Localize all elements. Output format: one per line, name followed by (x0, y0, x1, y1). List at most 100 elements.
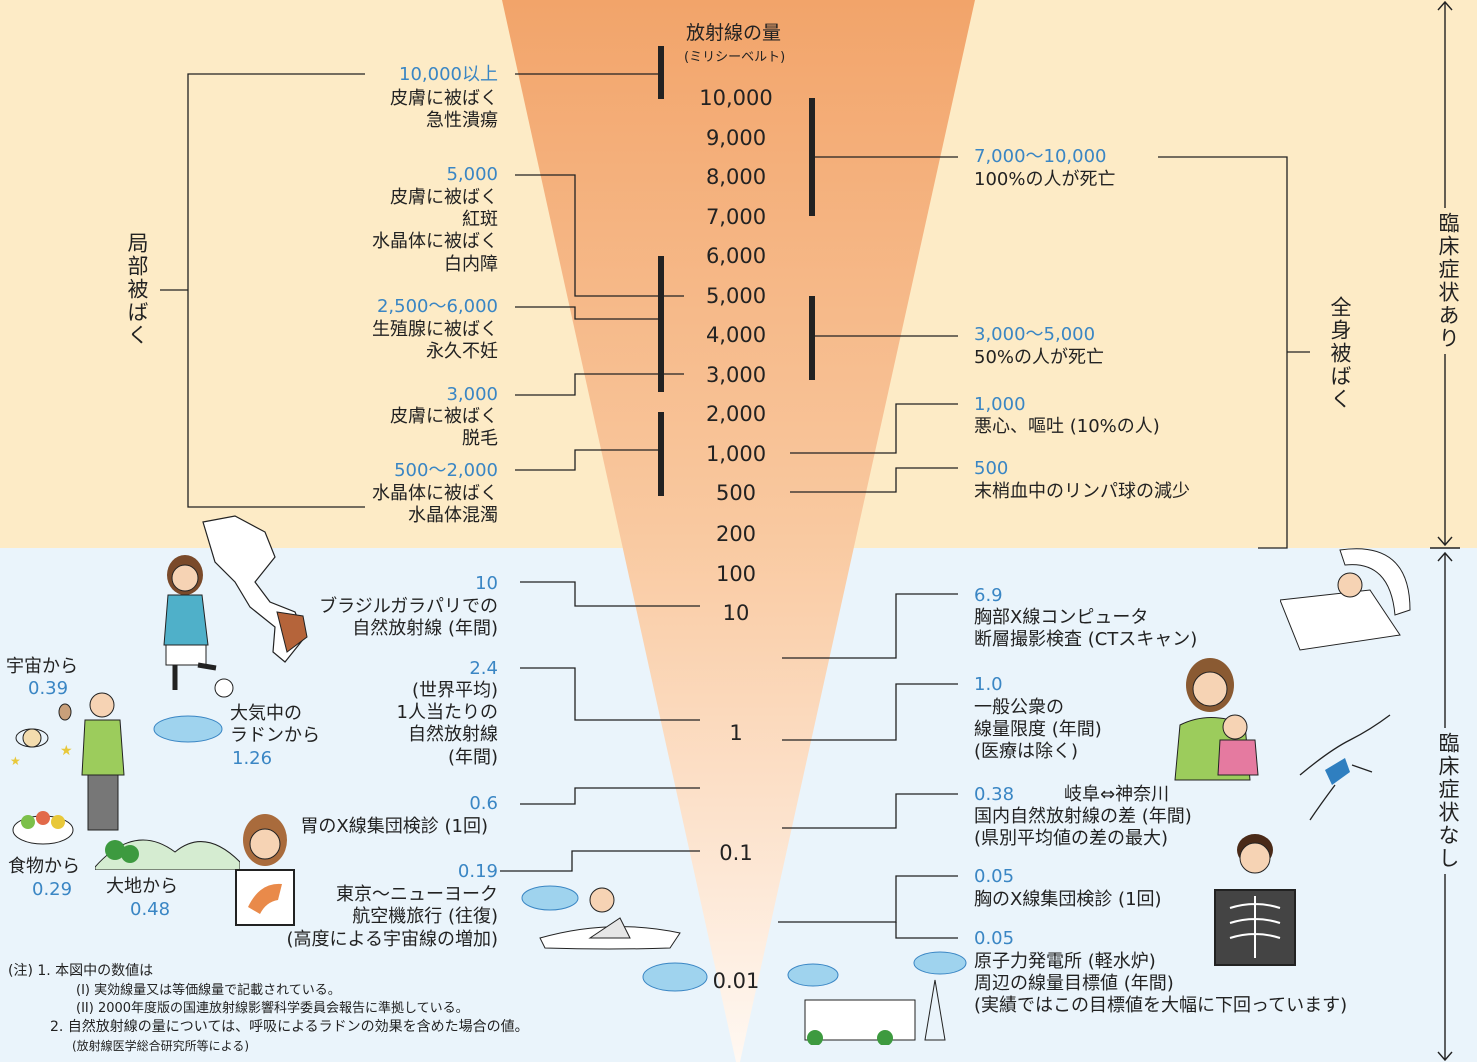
scale-tick: 0.1 (719, 841, 753, 865)
right-effect-text: 50%の人が死亡 (974, 347, 1105, 368)
left-effect-text: 紅斑 (462, 209, 498, 230)
left-effect-value: 2,500〜6,000 (376, 296, 498, 317)
left-effect-text: 永久不妊 (426, 341, 498, 362)
local-exposure-label: 局部被ばく (125, 232, 149, 347)
woman-xray-illustration (235, 814, 295, 926)
note-line: (I) 実効線量又は等価線量で記載されている。 (76, 983, 341, 998)
note-line: 2. 自然放射線の量については、呼吸によるラドンの効果を含めた場合の値。 (50, 1019, 529, 1035)
left-example-text: 1人当たりの (396, 702, 498, 723)
right-example-text: (実績ではこの目標値を大幅に下回っています) (974, 995, 1348, 1016)
food-source-value: 0.29 (32, 879, 73, 900)
japan-map-illustration (1299, 714, 1391, 821)
right-example-value: 0.05 (974, 928, 1015, 949)
left-example-text: 自然放射線 (408, 724, 498, 745)
man-and-space-illustration: ★ ★ (10, 692, 125, 831)
radon-source-value: 1.26 (232, 748, 273, 769)
symptoms-absent-label: 臨床症状なし (1433, 728, 1463, 874)
right-effect-text: 100%の人が死亡 (974, 169, 1116, 190)
svg-text:★: ★ (10, 754, 21, 768)
scale-tick: 9,000 (705, 126, 767, 150)
right-example-text: (県別平均値の差の最大) (974, 828, 1169, 849)
scale-tick: 200 (715, 522, 757, 546)
left-effect-value: 5,000 (446, 164, 498, 185)
right-effect-value: 7,000〜10,000 (974, 146, 1107, 167)
mother-child-illustration (1174, 658, 1259, 781)
scale-tick: 1 (729, 721, 743, 745)
right-example-text: 一般公衆の (974, 697, 1064, 718)
right-example-text: (医療は除く) (974, 741, 1079, 762)
space-source-value: 0.39 (28, 678, 69, 699)
girl-with-ball-illustration (163, 555, 234, 698)
ground-source-label: 大地から (106, 876, 178, 897)
left-effect-text: 皮膚に被ばく (390, 406, 498, 427)
scale-tick: 3,000 (705, 363, 767, 387)
cloud-icon (913, 951, 967, 975)
left-effect-text: 水晶体混濁 (408, 505, 498, 526)
left-effect-text: 水晶体に被ばく (372, 231, 498, 252)
right-example-text: 線量限度 (年間) (974, 719, 1102, 740)
right-example-text: 胸部X線コンピュータ (974, 607, 1149, 628)
right-example-extra: 岐阜⇔神奈川 (1064, 784, 1170, 805)
scale-tick: 4,000 (705, 323, 767, 347)
scale-tick: 0.01 (712, 969, 760, 993)
right-effect-value: 3,000〜5,000 (974, 324, 1096, 345)
scale-tick: 2,000 (705, 402, 767, 426)
right-example-text: 断層撮影検査 (CTスキャン) (974, 629, 1198, 650)
airplane-illustration (521, 885, 681, 950)
scale-tick: 6,000 (705, 244, 767, 268)
left-example-value: 0.19 (457, 861, 498, 882)
left-effect-text: 白内障 (444, 254, 498, 275)
right-effect-text: 悪心、嘔吐 (10%の人) (974, 416, 1160, 437)
chart-title: 放射線の量 (686, 22, 782, 44)
left-example-text: (年間) (447, 747, 498, 768)
right-example-text: 胸のX線集団検診 (1回) (974, 889, 1162, 910)
radon-source-label: 大気中の (230, 703, 302, 724)
funnel-gradient (502, 0, 975, 1062)
left-example-text: (高度による宇宙線の増加) (286, 929, 498, 950)
right-effect-value: 500 (974, 458, 1009, 479)
right-example-value: 6.9 (974, 585, 1003, 606)
americas-map-illustration (202, 515, 308, 663)
radon-source-label: ラドンから (230, 725, 320, 746)
scale-tick: 5,000 (705, 284, 767, 308)
left-effect-value: 3,000 (446, 384, 498, 405)
left-effect-text: 水晶体に被ばく (372, 483, 498, 504)
right-effect-value: 1,000 (974, 394, 1026, 415)
man-xray-illustration (1214, 834, 1296, 966)
chart-unit: (ミリシーベルト) (684, 50, 786, 65)
left-effect-value: 10,000以上 (399, 64, 498, 85)
food-source-label: 食物から (8, 856, 80, 877)
food-illustration (12, 811, 74, 845)
left-example-text: ブラジルガラパリでの (319, 596, 498, 617)
note-line: (注) 1. 本図中の数値は (8, 963, 154, 979)
cloud-icon (642, 962, 708, 992)
right-example-value: 0.38 (974, 784, 1015, 805)
power-plant-illustration (787, 963, 946, 1045)
left-effect-text: 脱毛 (462, 428, 498, 449)
space-source-label: 宇宙から (6, 656, 78, 677)
scale-tick: 7,000 (705, 205, 767, 229)
ct-scan-illustration (1280, 548, 1411, 651)
scale-tick: 1,000 (705, 442, 767, 466)
hills-illustration (95, 839, 240, 870)
symptoms-present-label: 臨床症状あり (1433, 208, 1463, 354)
scale-tick: 100 (715, 562, 757, 586)
scale-tick: 8,000 (705, 165, 767, 189)
note-line: (放射線医学総合研究所等による) (72, 1039, 250, 1053)
left-example-text: 航空機旅行 (往復) (352, 906, 498, 927)
left-effect-text: 皮膚に被ばく (390, 187, 498, 208)
right-effect-text: 末梢血中のリンパ球の減少 (974, 481, 1190, 502)
right-example-value: 1.0 (974, 674, 1003, 695)
scale-tick: 10,000 (699, 86, 773, 110)
scale-tick: 10 (722, 601, 750, 625)
ground-source-value: 0.48 (130, 899, 171, 920)
right-example-text: 周辺の線量目標値 (年間) (974, 973, 1174, 994)
cloud-icon (153, 715, 223, 743)
left-example-text: 胃のX線集団検診 (1回) (300, 816, 488, 837)
left-effect-text: 生殖腺に被ばく (372, 319, 498, 340)
scale-tick: 500 (715, 481, 757, 505)
right-example-text: 国内自然放射線の差 (年間) (974, 806, 1192, 827)
left-example-value: 0.6 (469, 793, 498, 814)
